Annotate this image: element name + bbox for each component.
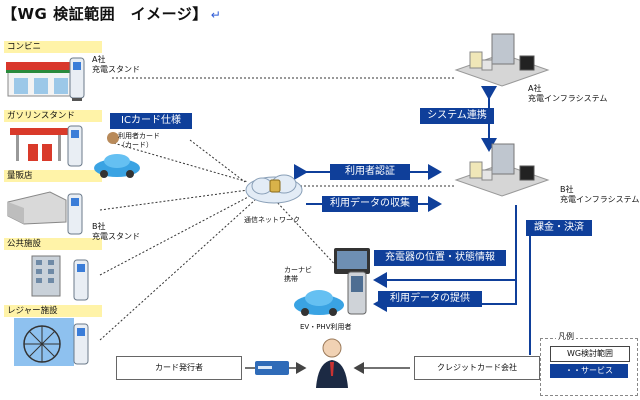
ic-card-spec-box: ICカード仕様 (110, 113, 192, 129)
credit-card-company-box: クレジットカード会社 (414, 356, 540, 380)
card-issuer-box: カード発行者 (116, 356, 242, 380)
category-gas-station: ガソリンスタンド (4, 110, 102, 122)
category-mass-retailer: 量販店 (4, 170, 102, 182)
charger-leisure-icon (73, 323, 89, 365)
legend-service: ・・サービス (550, 364, 628, 378)
gas-station-icon (10, 128, 68, 161)
category-leisure-facility: レジャー施設 (4, 305, 102, 317)
b-station-label: B社 充電スタンド (92, 222, 140, 241)
public-facility-icon (31, 255, 61, 297)
ev-user-label: EV・PHV利用者 (300, 323, 352, 331)
return-mark-icon: ↵ (210, 8, 222, 22)
a-infra-label: A社 充電インフラシステム (528, 84, 608, 103)
charger-info-box: 充電器の位置・状態情報 (374, 250, 506, 266)
a-infra-servers-icon (454, 33, 550, 87)
b-infra-label: B社 充電インフラシステム (560, 185, 640, 204)
legend-title: 凡例 (556, 332, 576, 342)
ev-car-user-icon (294, 290, 344, 316)
title-text: 【WG 検証範囲 イメージ】 (2, 5, 208, 23)
a-station-label: A社 充電スタンド (92, 55, 140, 74)
category-public-facility: 公共施設 (4, 238, 102, 250)
card-icon (255, 361, 289, 375)
leisure-facility-icon (14, 318, 74, 366)
category-convenience: コンビニ (4, 41, 102, 53)
ev-car-icon (94, 154, 140, 178)
user-auth-box: 利用者認証 (330, 164, 410, 180)
credit-card-company-label: クレジットカード会社 (437, 363, 517, 372)
mobile-phone-icon (347, 271, 367, 315)
user-card-label: 利用者カード （カード） (118, 132, 160, 149)
charger-b-icon (67, 193, 83, 235)
charger-a-icon (69, 57, 85, 101)
charger-gas-icon (67, 125, 83, 167)
billing-box: 課金・決済 (526, 220, 592, 236)
data-collect-box: 利用データの収集 (322, 196, 418, 212)
charger-public-icon (73, 259, 89, 301)
card-issuer-label: カード発行者 (155, 363, 203, 372)
car-nav-label: カーナビ 携帯 (284, 266, 312, 283)
data-provide-box: 利用データの提供 (378, 291, 482, 307)
b-infra-servers-icon (454, 143, 550, 197)
page-title: 【WG 検証範囲 イメージ】↵ (2, 3, 221, 24)
network-label: 通信ネットワーク (244, 216, 300, 224)
system-link-box: システム連携 (420, 108, 494, 124)
legend-box (540, 338, 638, 396)
user-card-icon (107, 132, 119, 144)
legend-scope: WG検討範囲 (550, 346, 630, 362)
user-person-icon (316, 338, 348, 388)
car-nav-icon (334, 248, 370, 274)
mass-retailer-icon (7, 191, 67, 225)
network-cloud-icon (245, 174, 303, 204)
